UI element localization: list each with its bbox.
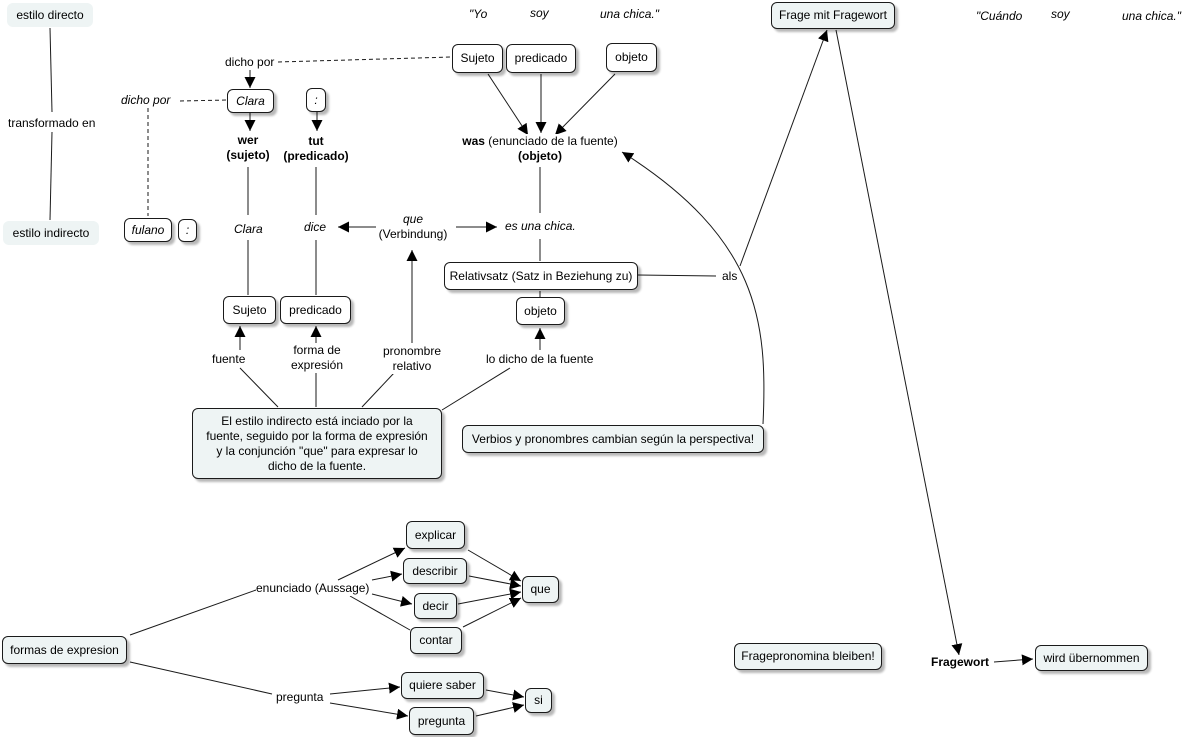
label-clara-mid: Clara [234,222,263,237]
label-una-chica-2: una chica." [1122,9,1181,23]
label-sujeto-paren: (sujeto) [226,148,270,162]
node-relativsatz[interactable]: Relativsatz (Satz in Beziehung zu) [444,262,638,290]
label-que-italic: que [402,212,424,226]
label-transformado-en: transformado en [8,116,96,131]
arrow-contar-que [462,597,522,628]
label-dicho-por: dicho por [225,55,275,70]
link-relativsatz-als [637,274,717,277]
label-fuente: fuente [212,352,246,367]
label-es-una-chica: es una chica. [505,219,576,234]
link-enunciado-contar [349,595,411,631]
label-verbindung: (Verbindung) [378,227,448,241]
arrow-explicar-que [467,549,522,582]
link-formas-pregunta [129,661,273,695]
node-sujeto[interactable]: Sujeto [452,44,503,73]
label-pronombre-relativo: pronombre relativo [380,344,444,374]
label-fragewort: Fragewort [931,655,990,670]
label-tut: tut [308,134,324,148]
arrow-verbios-was [621,151,765,425]
node-quiere-saber[interactable]: quiere saber [401,672,484,699]
node-describir[interactable]: describir [403,558,467,584]
label-soy: soy [530,6,549,20]
arrow-quiere-si [485,689,525,701]
label-enunciado-fuente: (enunciado de la fuente) [484,134,618,148]
node-fragepronomina[interactable]: Fragepronomina bleiben! [734,643,882,670]
node-decir[interactable]: decir [414,593,457,619]
label-pregunta: pregunta [276,690,324,705]
label-forma-de-expresion: forma de expresión [287,343,347,373]
label-tut-predicado: tut (predicado) [282,134,350,164]
arrow-sujeto-was [487,73,529,136]
label-wer-sujeto: wer (sujeto) [222,133,274,163]
node-estilo-directo[interactable]: estilo directo [7,3,93,27]
link-dicho-por-sujeto [277,56,453,63]
arrow-enunciado-explicar [337,547,406,581]
arrow-pregunta-pregunta [329,702,409,720]
node-clara[interactable]: Clara [227,89,274,113]
node-predicado-bottom[interactable]: predicado [280,296,351,324]
link-transformado-indirecto [49,131,53,221]
arrow-als-frage [739,29,829,267]
arrow-fragewort-wird [993,654,1034,666]
arrow-pregunta-quiere [329,682,401,695]
label-soy-2: soy [1051,7,1070,21]
node-fulano[interactable]: fulano [124,218,172,242]
label-dicho-por-italic: dicho por [121,93,171,108]
label-cuando: "Cuándo [976,9,1023,23]
arrow-enunciado-describir [371,570,403,582]
link-formas-enunciado [129,589,257,636]
label-yo: "Yo [469,7,488,21]
label-lo-dicho: lo dicho de la fuente [486,352,594,367]
arrow-frage-fragewort [835,29,963,656]
node-objeto-bottom[interactable]: objeto [516,297,565,325]
label-que-verbindung: que (Verbindung) [378,212,448,242]
node-frage-mit-fragewort[interactable]: Frage mit Fragewort [771,2,895,29]
arrow-enunciado-decir [371,593,413,607]
label-was-objeto: was (enunciado de la fuente) (objeto) [460,134,620,164]
label-wer: wer [237,133,259,147]
link-dicho-por-clara [179,99,229,102]
arrow-objeto-was [554,73,616,136]
label-dice: dice [304,220,327,235]
label-als: als [722,269,738,284]
label-una-chica: una chica." [600,7,659,21]
node-wird-uebernommen[interactable]: wird übernommen [1035,645,1148,671]
arrow-describir-que [468,575,522,590]
node-colon-fulano[interactable]: : [178,219,197,242]
label-objeto-paren: (objeto) [518,149,562,163]
node-predicado[interactable]: predicado [506,44,576,73]
label-enunciado-aussage: enunciado (Aussage) [256,581,370,596]
node-objeto[interactable]: objeto [606,43,657,72]
arrow-decir-que [457,588,522,605]
link-directo-transformado [49,27,53,113]
label-was: was [462,134,485,148]
node-colon[interactable]: : [306,88,326,112]
arrow-pregunta-si [475,702,525,717]
link-summary-fuente [239,367,279,408]
node-contar[interactable]: contar [410,627,462,654]
node-explicar[interactable]: explicar [406,521,465,549]
node-sujeto-bottom[interactable]: Sujeto [223,296,276,324]
node-formas-de-expresion[interactable]: formas de expresion [2,636,127,664]
node-que[interactable]: que [522,576,559,603]
node-si[interactable]: si [525,688,552,713]
node-estilo-indirecto[interactable]: estilo indirecto [3,221,99,245]
link-summary-pronombre [361,372,395,408]
node-pregunta[interactable]: pregunta [409,707,474,735]
label-predicado-paren: (predicado) [283,149,349,163]
node-summary[interactable]: El estilo indirecto está inciado por la … [192,408,442,479]
link-summary-lo-dicho [441,367,511,411]
node-verbios[interactable]: Verbios y pronombres cambian según la pe… [462,425,764,453]
